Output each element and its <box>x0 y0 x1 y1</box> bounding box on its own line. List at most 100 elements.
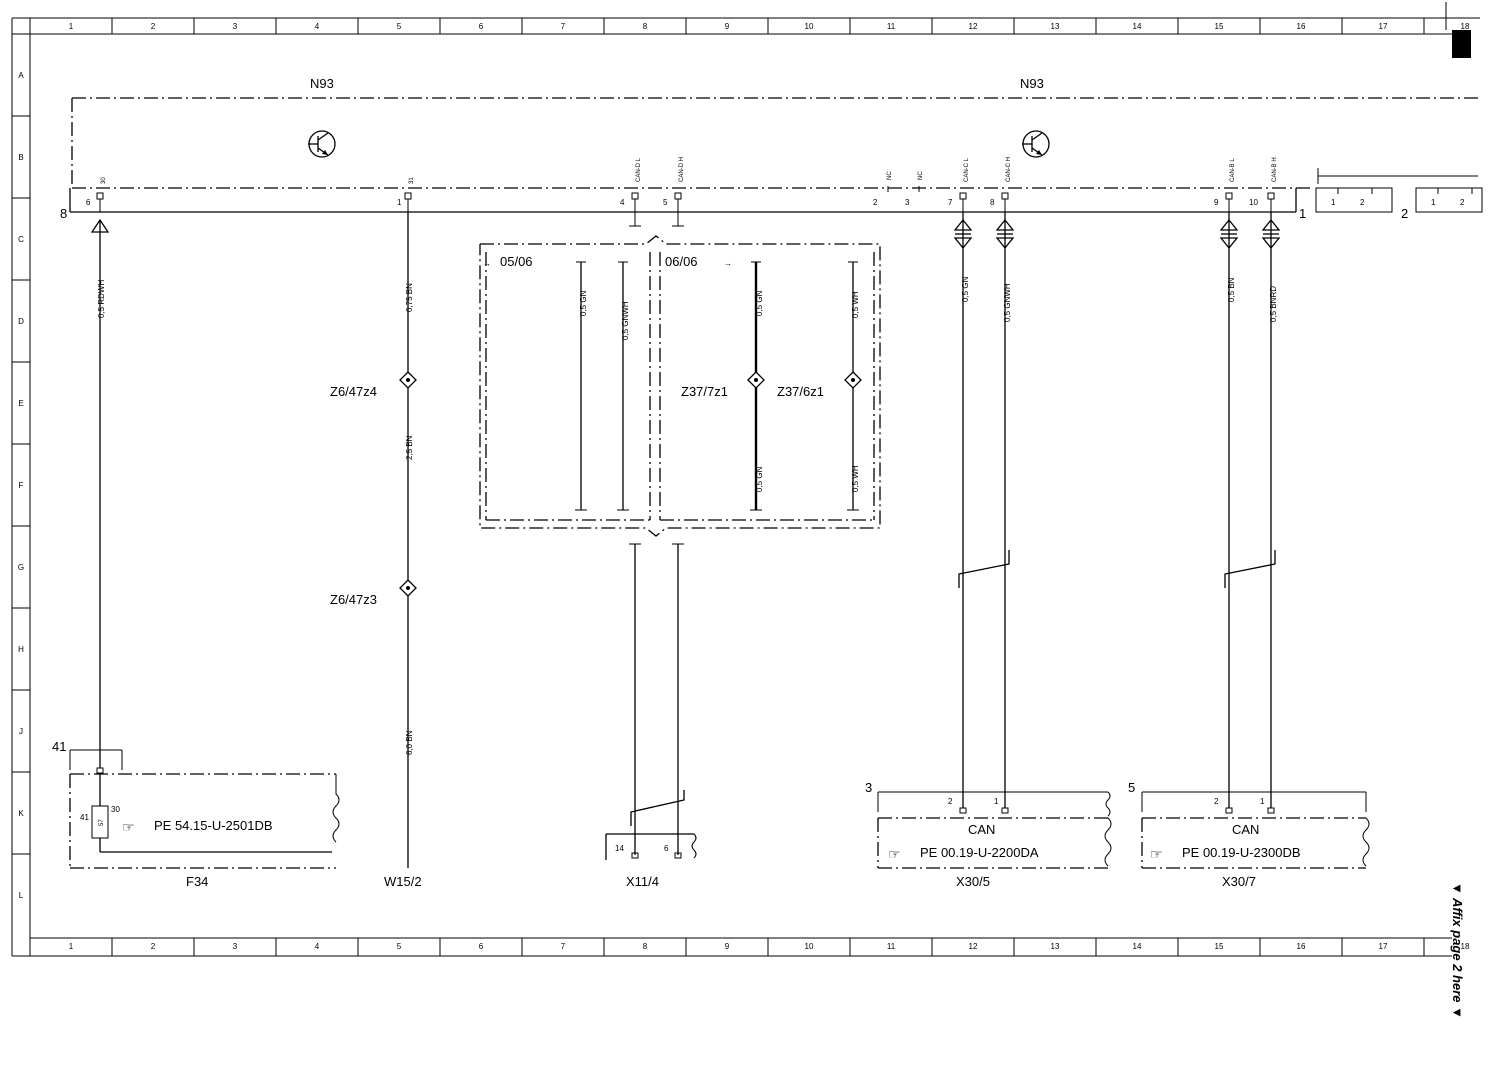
w15-2-label: W15/2 <box>384 874 422 889</box>
transistor-icon <box>1022 130 1050 158</box>
column-number: 4 <box>315 22 320 31</box>
variant-box: → 05/06 06/06 → 0,5 GN 0,5 GNWH 0,5 GN 0… <box>479 235 881 537</box>
pin-nc-3: NC 3 <box>905 171 924 207</box>
svg-text:→: → <box>483 259 491 268</box>
svg-text:0,5 WH: 0,5 WH <box>851 291 860 318</box>
column-number: 1 <box>69 22 74 31</box>
pin-can-b-h: CAN-B H 10 <box>1249 157 1278 212</box>
row-letter: H <box>18 645 24 654</box>
column-number: 18 <box>1461 22 1470 31</box>
column-number: 11 <box>887 942 896 951</box>
svg-text:4: 4 <box>620 198 625 207</box>
svg-text:1: 1 <box>1331 198 1336 207</box>
pin-can-c-h: CAN-C H 8 <box>990 157 1012 212</box>
column-number: 2 <box>151 22 156 31</box>
pin-can-d-h: CAN-D H 5 <box>663 157 685 227</box>
svg-text:CAN-B L: CAN-B L <box>1230 158 1236 182</box>
splice-z37-7z1: Z37/7z1 <box>681 371 765 399</box>
splice-z6-47z3: Z6/47z3 <box>330 579 417 607</box>
column-number: 14 <box>1133 22 1142 31</box>
pin-can-d-l: CAN-D L 4 <box>620 157 642 227</box>
column-number: 6 <box>479 22 484 31</box>
svg-text:2,5 BN: 2,5 BN <box>405 435 414 460</box>
svg-text:CAN: CAN <box>968 822 995 837</box>
row-letter: K <box>18 809 24 818</box>
column-grid: 1122334455667788991010111112121313141415… <box>29 18 1470 956</box>
svg-text:30: 30 <box>111 805 120 814</box>
svg-text:6: 6 <box>86 198 91 207</box>
column-number: 3 <box>233 942 238 951</box>
svg-text:0,5 RDWH: 0,5 RDWH <box>97 280 106 318</box>
can-c-wires: 0,5 GN 0,5 GNWH <box>953 212 1015 808</box>
x11-4-label: X11/4 <box>626 874 659 889</box>
n93-label-left: N93 <box>310 76 334 91</box>
svg-text:31: 31 <box>409 177 415 184</box>
svg-text:3: 3 <box>905 198 910 207</box>
svg-text:CAN-D L: CAN-D L <box>636 157 642 182</box>
row-letter: C <box>18 235 24 244</box>
transistor-icon <box>308 130 336 158</box>
svg-text:0,5 GN: 0,5 GN <box>579 290 588 316</box>
row-letter: D <box>18 317 24 326</box>
svg-text:0,5 BN: 0,5 BN <box>1227 277 1236 302</box>
svg-text:2: 2 <box>1360 198 1365 207</box>
column-number: 3 <box>233 22 238 31</box>
x30-5-label: X30/5 <box>956 874 990 889</box>
svg-text:CAN-B H: CAN-B H <box>1272 157 1278 182</box>
svg-text:Z6/47z4: Z6/47z4 <box>330 384 377 399</box>
column-number: 10 <box>805 22 814 31</box>
svg-text:5: 5 <box>1128 780 1135 795</box>
row-letter: G <box>18 563 24 572</box>
pin-can-b-l: CAN-B L 9 <box>1214 158 1236 212</box>
connector-x30-5: 3 2 1 CAN ☞ PE 00.19-U-2200DA X30/5 <box>865 780 1112 889</box>
svg-text:NC: NC <box>918 171 924 180</box>
f34-number: 41 <box>52 739 66 754</box>
svg-text:6: 6 <box>664 844 669 853</box>
column-number: 9 <box>725 942 730 951</box>
svg-text:CAN-D H: CAN-D H <box>679 157 685 182</box>
svg-text:2: 2 <box>948 797 953 806</box>
variant-label-05-06: 05/06 <box>500 254 533 269</box>
affix-page-note: ▼ Affix page 2 here ▼ <box>1450 882 1465 1019</box>
connector-number-8: 8 <box>60 206 67 221</box>
svg-text:CAN-C L: CAN-C L <box>964 157 970 182</box>
f34-reference: PE 54.15-U-2501DB <box>154 818 273 833</box>
row-letter: L <box>19 891 24 900</box>
svg-text:0,5 BNRD: 0,5 BNRD <box>1269 286 1278 322</box>
column-number: 6 <box>479 942 484 951</box>
splice-z37-6z1: Z37/6z1 <box>777 371 862 399</box>
pin-nc-2: NC 2 <box>873 171 893 207</box>
column-number: 18 <box>1461 942 1470 951</box>
column-number: 2 <box>151 942 156 951</box>
column-number: 8 <box>643 22 648 31</box>
svg-text:0,5 GNWH: 0,5 GNWH <box>1003 283 1012 322</box>
svg-text:30: 30 <box>101 177 107 184</box>
svg-text:0,5 GN: 0,5 GN <box>961 276 970 302</box>
svg-text:1: 1 <box>994 797 999 806</box>
column-number: 4 <box>315 942 320 951</box>
svg-text:57: 57 <box>99 819 105 826</box>
column-number: 17 <box>1379 942 1388 951</box>
f34-label: F34 <box>186 874 208 889</box>
column-number: 9 <box>725 22 730 31</box>
svg-text:→: → <box>724 259 732 268</box>
column-number: 16 <box>1297 22 1306 31</box>
wire-ground: 0,75 BN 2,5 BN 6,0 BN Z6/47z4 Z6/47z3 W1… <box>330 212 422 889</box>
svg-text:3: 3 <box>865 780 872 795</box>
column-number: 15 <box>1215 942 1224 951</box>
svg-text:Z6/47z3: Z6/47z3 <box>330 592 377 607</box>
svg-text:0,75 BN: 0,75 BN <box>405 283 414 312</box>
svg-text:2: 2 <box>1460 198 1465 207</box>
connector-x30-7: 5 2 1 CAN ☞ PE 00.19-U-2300DB X30/7 <box>1128 780 1370 889</box>
svg-text:10: 10 <box>1249 198 1258 207</box>
svg-text:0,5 GNWH: 0,5 GNWH <box>621 301 630 340</box>
column-number: 7 <box>561 942 566 951</box>
svg-text:1: 1 <box>1260 797 1265 806</box>
svg-text:7: 7 <box>948 198 953 207</box>
can-b-wires: 0,5 BN 0,5 BNRD <box>1219 212 1281 808</box>
column-number: 10 <box>805 942 814 951</box>
x30-7-label: X30/7 <box>1222 874 1256 889</box>
